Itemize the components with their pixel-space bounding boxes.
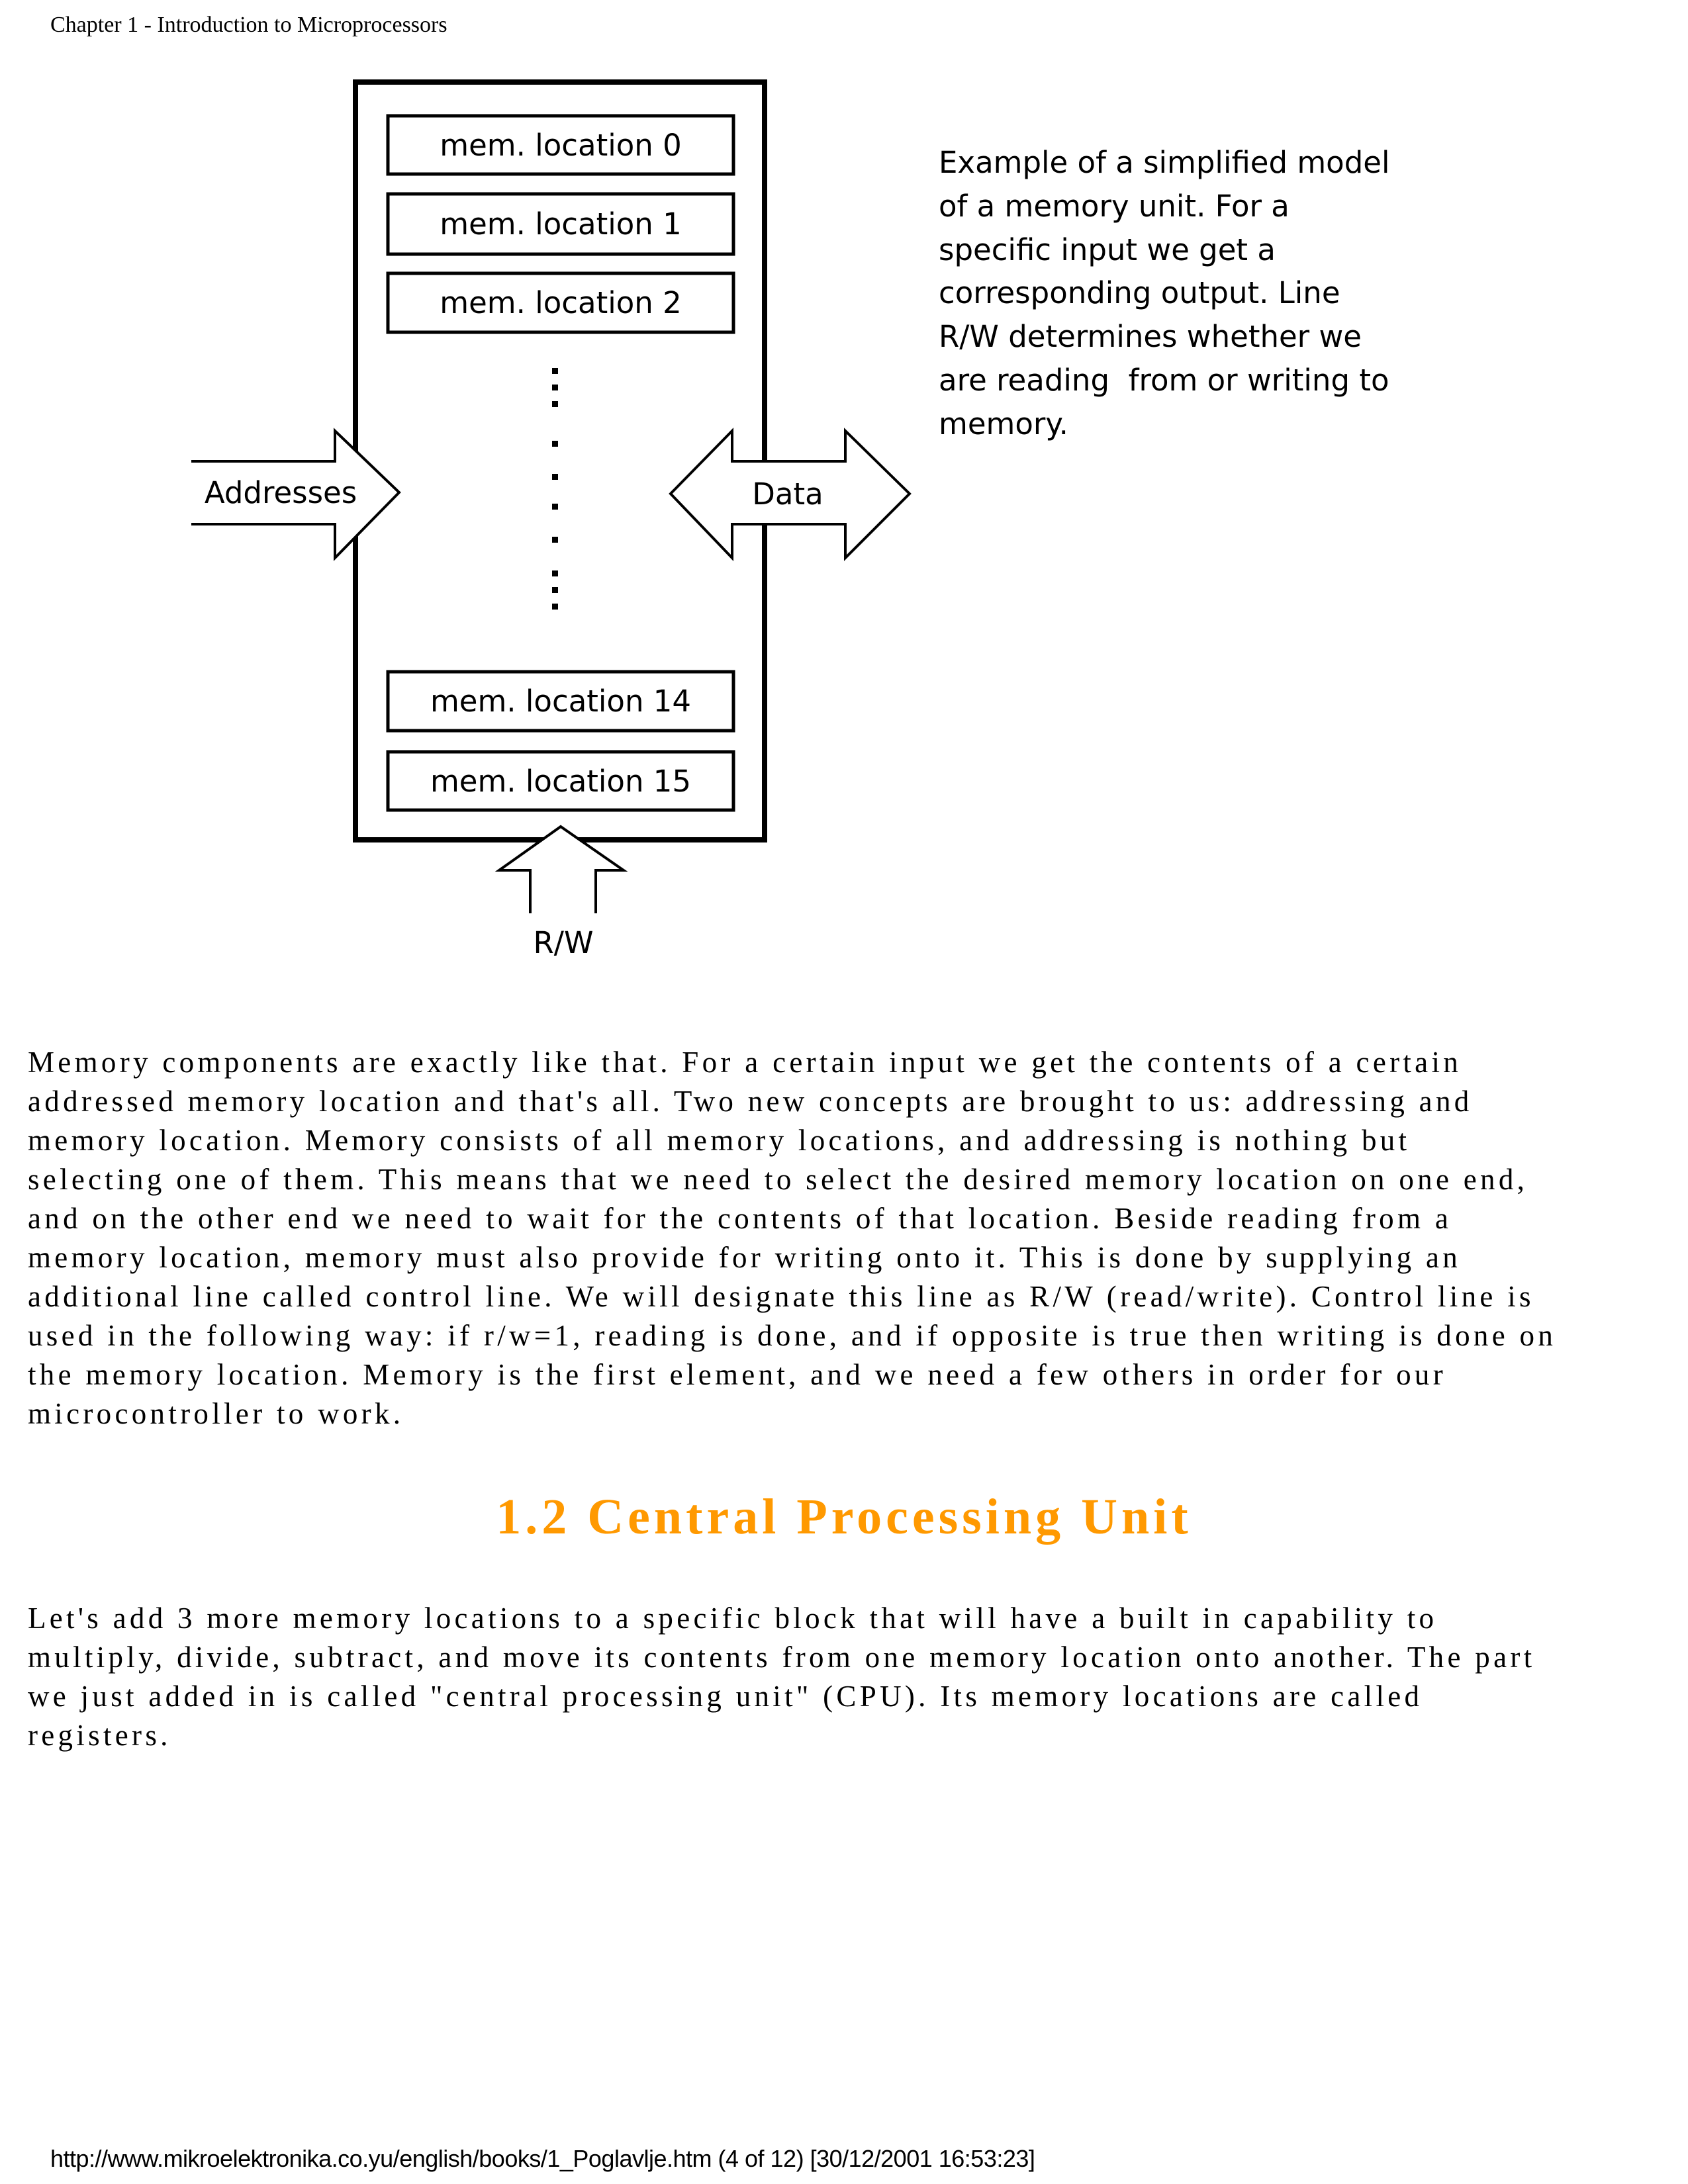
- mem-location-1: mem. location 1: [386, 192, 735, 256]
- mem-location-label: mem. location 15: [430, 764, 691, 799]
- mem-location-label: mem. location 0: [440, 128, 681, 163]
- mem-location-15: mem. location 15: [386, 750, 735, 812]
- memory-unit-diagram: mem. location 0 mem. location 1 mem. loc…: [191, 79, 912, 960]
- text-line: multiply, divide, subtract, and move its…: [28, 1641, 1536, 1674]
- mem-location-14: mem. location 14: [386, 670, 735, 733]
- text-line: selecting one of them. This means that w…: [28, 1163, 1528, 1196]
- mem-location-label: mem. location 14: [430, 684, 691, 719]
- ellipsis-dots: [552, 368, 558, 610]
- cpu-paragraph: Let's add 3 more memory locations to a s…: [28, 1599, 1535, 1755]
- description-line: R/W determines whether we: [939, 319, 1362, 355]
- text-line: Memory components are exactly like that.…: [28, 1046, 1462, 1079]
- text-line: addressed memory location and that's all…: [28, 1085, 1473, 1118]
- description-line: Example of a simplified model: [939, 145, 1390, 180]
- rw-arrow-icon: R/W: [494, 825, 628, 960]
- mem-location-2: mem. location 2: [386, 271, 735, 334]
- memory-paragraph: Memory components are exactly like that.…: [28, 1043, 1556, 1433]
- text-line: used in the following way: if r/w=1, rea…: [28, 1319, 1557, 1352]
- text-line: we just added in is called "central proc…: [28, 1680, 1423, 1713]
- addresses-arrow-icon: Addresses: [191, 428, 401, 561]
- diagram-description: Example of a simplified model of a memor…: [939, 141, 1389, 446]
- description-line: of a memory unit. For a: [939, 188, 1289, 224]
- text-line: Let's add 3 more memory locations to a s…: [28, 1602, 1438, 1635]
- section-heading: 1.2 Central Processing Unit: [496, 1489, 1192, 1545]
- data-bidirectional-arrow-icon: Data: [669, 428, 912, 561]
- text-line: and on the other end we need to wait for…: [28, 1202, 1452, 1235]
- addresses-label: Addresses: [205, 475, 357, 510]
- mem-location-label: mem. location 1: [440, 206, 681, 242]
- text-line: memory location. Memory consists of all …: [28, 1124, 1411, 1157]
- page-footer-url: http://www.mikroelektronika.co.yu/englis…: [50, 2145, 1035, 2172]
- running-header: Chapter 1 - Introduction to Microprocess…: [50, 13, 447, 37]
- text-line: the memory location. Memory is the first…: [28, 1358, 1447, 1391]
- data-label: Data: [752, 477, 823, 512]
- text-line: registers.: [28, 1719, 171, 1752]
- mem-location-0: mem. location 0: [386, 114, 735, 176]
- description-line: are reading from or writing to: [939, 362, 1389, 398]
- description-line: specific input we get a: [939, 232, 1276, 267]
- text-line: additional line called control line. We …: [28, 1280, 1534, 1313]
- text-line: microcontroller to work.: [28, 1397, 404, 1430]
- description-line: memory.: [939, 406, 1068, 441]
- description-line: corresponding output. Line: [939, 275, 1340, 311]
- text-line: memory location, memory must also provid…: [28, 1241, 1462, 1274]
- mem-location-label: mem. location 2: [440, 285, 681, 320]
- rw-label: R/W: [534, 925, 594, 960]
